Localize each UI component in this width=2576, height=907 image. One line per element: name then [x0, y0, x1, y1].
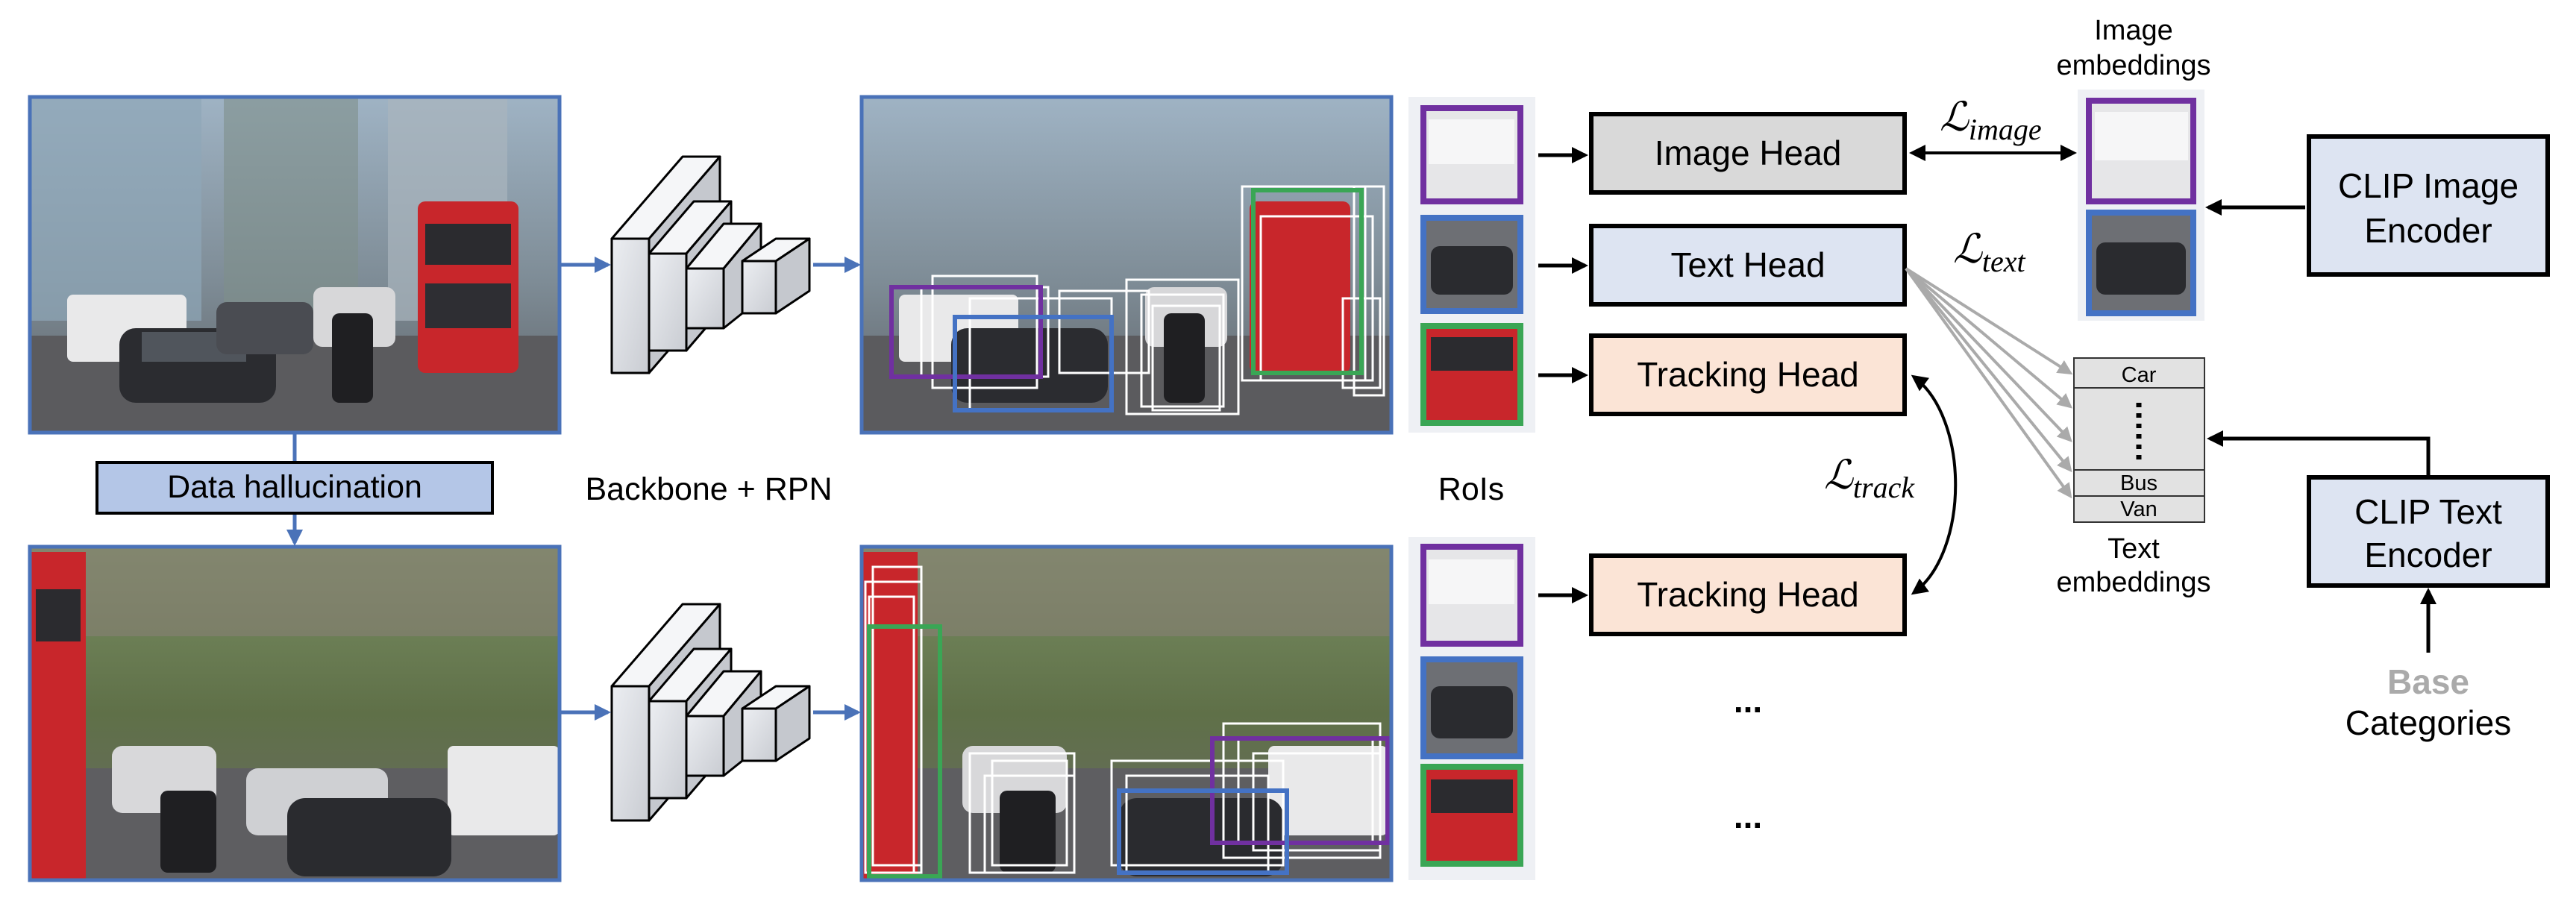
image-head-box: Image Head: [1589, 112, 1907, 195]
roi-van-bottom: [1420, 544, 1523, 647]
roi-van-top: [1420, 105, 1523, 204]
text-embeddings-table: Car Bus Van: [2073, 357, 2205, 523]
clip-text-encoder-box: CLIP Text Encoder: [2307, 475, 2550, 588]
text-embeddings-label-1: Text: [2108, 533, 2160, 565]
ellipsis-1: ...: [1734, 681, 1762, 720]
clip-text-label-2: Encoder: [2364, 536, 2492, 574]
bottom-hallucinated-frame: [28, 544, 562, 882]
bottom-proposal-frame: [859, 544, 1394, 882]
clip-text-label-1: CLIP Text: [2354, 492, 2502, 531]
clip-text-arrow: [2207, 430, 2431, 477]
base-label: Base: [2387, 662, 2469, 701]
table-row-car: Car: [2122, 363, 2157, 387]
roi-to-head-arrows: [1538, 147, 1588, 603]
loss-image: ℒimage: [1940, 95, 2042, 146]
tracking-head-box-bottom: Tracking Head: [1589, 553, 1907, 636]
clip-image-label-1: CLIP Image: [2338, 166, 2519, 205]
image-embeddings-label-1: Image: [2094, 15, 2173, 46]
tracking-head-box-top: Tracking Head: [1589, 333, 1907, 416]
roi-bus-bottom: [1420, 764, 1523, 867]
text-embeddings-label-2: embeddings: [2056, 567, 2210, 598]
track-loss-arrow: [1911, 374, 1958, 595]
text-head-label: Text Head: [1670, 245, 1825, 284]
blue-arrows: [561, 257, 861, 721]
roi-car-top: [1420, 215, 1523, 314]
backbone-top: [610, 155, 811, 374]
roi-column-top: [1408, 97, 1535, 433]
image-embeddings-label-2: embeddings: [2056, 50, 2210, 81]
text-head-box: Text Head: [1589, 224, 1907, 307]
data-hallucination-box: Data hallucination: [95, 461, 494, 515]
clip-image-encoder-box: CLIP Image Encoder: [2307, 134, 2550, 277]
tracking-head-label-bottom: Tracking Head: [1637, 575, 1858, 614]
table-row-van: Van: [2120, 498, 2157, 521]
tracking-head-label-top: Tracking Head: [1637, 355, 1858, 394]
top-proposal-frame: [859, 95, 1394, 435]
backbone-bottom: [610, 603, 811, 822]
clip-image-label-2: Encoder: [2364, 211, 2492, 250]
image-head-label: Image Head: [1655, 134, 1842, 172]
categories-label: Categories: [2345, 703, 2511, 742]
backbone-rpn-label: Backbone + RPN: [585, 471, 832, 507]
roi-column-bottom: [1408, 537, 1535, 880]
data-hallucination-label: Data hallucination: [167, 469, 422, 505]
text-head-gray-arrows: [1905, 267, 2073, 499]
ellipsis-2: ...: [1734, 797, 1762, 835]
top-input-frame: [28, 95, 562, 435]
roi-car-bottom: [1420, 656, 1523, 759]
roi-bus-top: [1420, 323, 1523, 426]
loss-text: ℒtext: [1953, 227, 2026, 278]
table-row-bus: Bus: [2120, 471, 2157, 495]
loss-track: ℒtrack: [1824, 453, 1915, 504]
rois-label: RoIs: [1438, 471, 1504, 507]
image-embeddings: [2078, 90, 2204, 321]
